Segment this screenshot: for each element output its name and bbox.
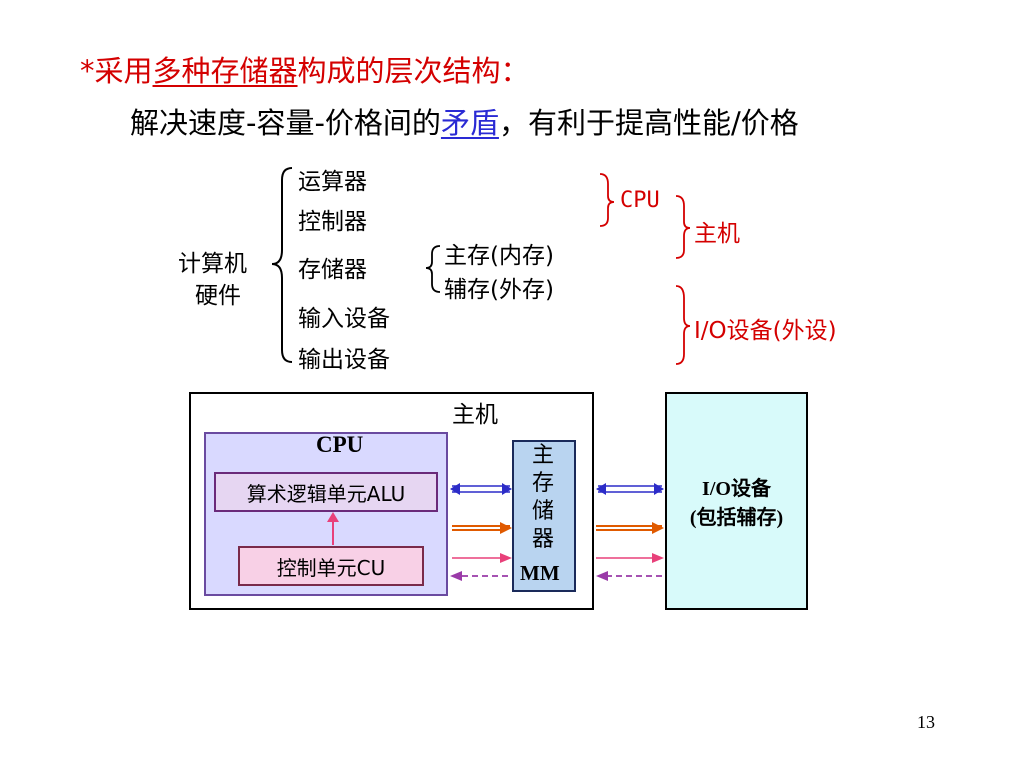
main-memory-label: 主存(内存) [444, 243, 554, 269]
cpu-mm-address-bus [452, 522, 512, 534]
item-storage: 存储器 [298, 257, 367, 283]
storage-brace [425, 245, 441, 293]
cpu-brace [599, 173, 615, 227]
subheading: 解决速度-容量-价格间的矛盾，有利于提高性能/价格 [130, 100, 799, 142]
io-device-box: I/O设备 (包括辅存) [665, 392, 808, 610]
io-label: I/O设备(外设) [694, 318, 837, 344]
mm-cpu-status-line [450, 571, 510, 581]
io-line2: (包括辅存) [689, 507, 784, 529]
cu-box: 控制单元CU [238, 546, 424, 586]
mm-io-address-bus [596, 522, 664, 534]
contradiction-link[interactable]: 矛盾 [440, 106, 499, 140]
cpu-mm-data-bus [450, 483, 512, 495]
io-line1: I/O设备 [702, 478, 771, 500]
mm-abbr: MM [520, 561, 560, 585]
mm-char-2: 存 [532, 471, 555, 496]
main-memory-box [512, 440, 576, 592]
item-controller: 控制器 [298, 209, 367, 235]
hardware-brace [271, 167, 293, 363]
cu-label: 控制单元CU [276, 555, 386, 580]
hardware-label-line2: 硬件 [195, 283, 241, 309]
io-brace [675, 285, 691, 365]
item-input: 输入设备 [298, 306, 390, 332]
heading-underlined: 多种存储器 [152, 54, 298, 88]
host-title: 主机 [452, 402, 498, 428]
page-number: 13 [917, 712, 935, 732]
mm-char-4: 器 [532, 527, 555, 552]
mm-char-1: 主 [532, 443, 555, 468]
host-brace [675, 195, 691, 259]
subheading-after: ，有利于提高性能/价格 [498, 106, 799, 140]
subheading-before: 解决速度-容量-价格间的 [130, 106, 441, 140]
mm-io-control-line [596, 553, 664, 563]
secondary-memory-label: 辅存(外存) [444, 277, 554, 303]
heading-prefix: *采用 [80, 54, 153, 88]
hardware-label-line1: 计算机 [178, 251, 247, 277]
mm-char-3: 储 [532, 499, 555, 524]
cpu-mm-control-line [452, 553, 512, 563]
io-mm-status-line [596, 571, 662, 581]
mm-io-data-bus [596, 483, 664, 495]
item-alu: 运算器 [298, 169, 367, 195]
cpu-label: CPU [620, 188, 660, 213]
heading: *采用多种存储器构成的层次结构： [80, 48, 530, 90]
heading-suffix: 构成的层次结构： [297, 54, 530, 88]
alu-box: 算术逻辑单元ALU [214, 472, 438, 512]
item-output: 输出设备 [298, 347, 390, 373]
host-label: 主机 [694, 221, 740, 247]
alu-label: 算术逻辑单元ALU [246, 481, 406, 506]
cpu-title: CPU [316, 432, 364, 457]
